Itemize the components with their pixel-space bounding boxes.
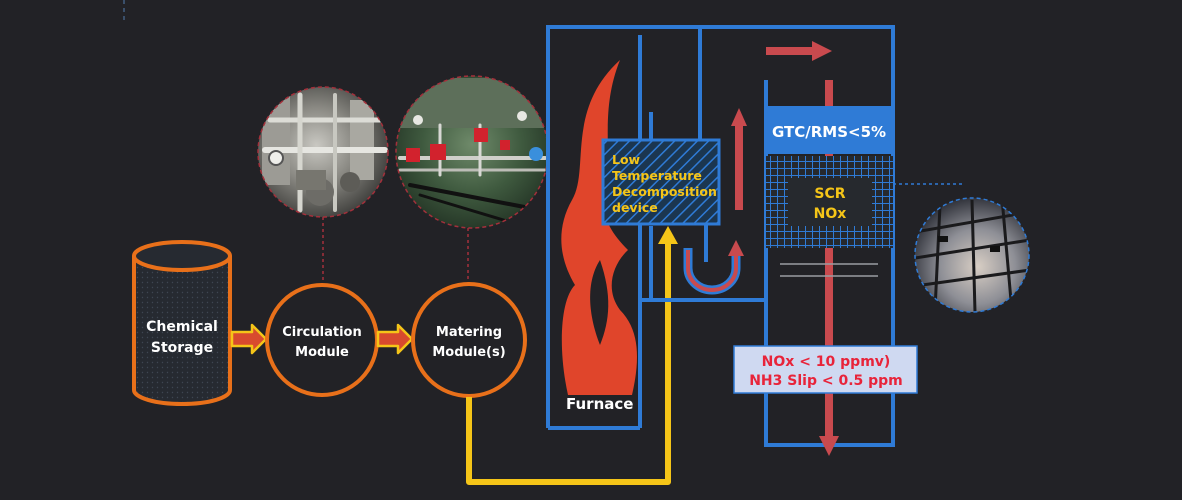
- scr-nox-label: NOx: [814, 206, 847, 222]
- scr-catalyst: SCR NOx: [766, 156, 893, 248]
- nox-result-label: NOx < 10 ppmv): [762, 354, 891, 370]
- circulation-module-label-1: Circulation: [282, 325, 361, 340]
- matering-module-label-2: Module(s): [432, 345, 505, 360]
- chemical-storage-label-2: Storage: [151, 340, 213, 356]
- u-turn-flow-icon: [683, 240, 744, 295]
- chemical-storage-tank: Chemical Storage: [132, 240, 232, 406]
- matering-module: Matering Module(s): [411, 282, 527, 398]
- chemical-storage-label-1: Chemical: [146, 319, 218, 335]
- decomposition-device: Low Temperature Decomposition device: [601, 138, 721, 226]
- scr-catalyst-photo: [914, 197, 1030, 313]
- decomposition-label-4: device: [612, 200, 658, 215]
- decomposition-label-2: Temperature: [612, 168, 702, 183]
- nh3-slip-label: NH3 Slip < 0.5 ppm: [749, 373, 903, 389]
- duct-lines: [780, 263, 878, 277]
- circulation-module: Circulation Module: [265, 283, 379, 397]
- flame-icon: [561, 60, 637, 395]
- down-arrow-icon: [819, 80, 839, 456]
- furnace-label: Furnace: [566, 395, 633, 413]
- metering-equipment-photo: [395, 75, 549, 229]
- decomposition-label-3: Decomposition: [612, 184, 717, 199]
- gtc-rms-label: GTC/RMS<5%: [772, 123, 886, 141]
- matering-module-label-1: Matering: [436, 325, 502, 340]
- emission-result-box: NOx < 10 ppmv) NH3 Slip < 0.5 ppm: [733, 345, 918, 394]
- scr-label: SCR: [814, 186, 845, 202]
- circulation-equipment-photo: [257, 86, 389, 218]
- gtc-rms-box: GTC/RMS<5%: [766, 106, 893, 154]
- up-arrow-icon: [731, 108, 747, 210]
- reagent-feed-pipe: [466, 226, 678, 485]
- circulation-module-label-2: Module: [295, 345, 349, 360]
- flow-arrow-circulation-to-matering: [376, 323, 414, 355]
- right-arrow-icon: [766, 41, 832, 61]
- decomposition-label-1: Low: [612, 152, 641, 167]
- flow-arrow-storage-to-circulation: [230, 323, 268, 355]
